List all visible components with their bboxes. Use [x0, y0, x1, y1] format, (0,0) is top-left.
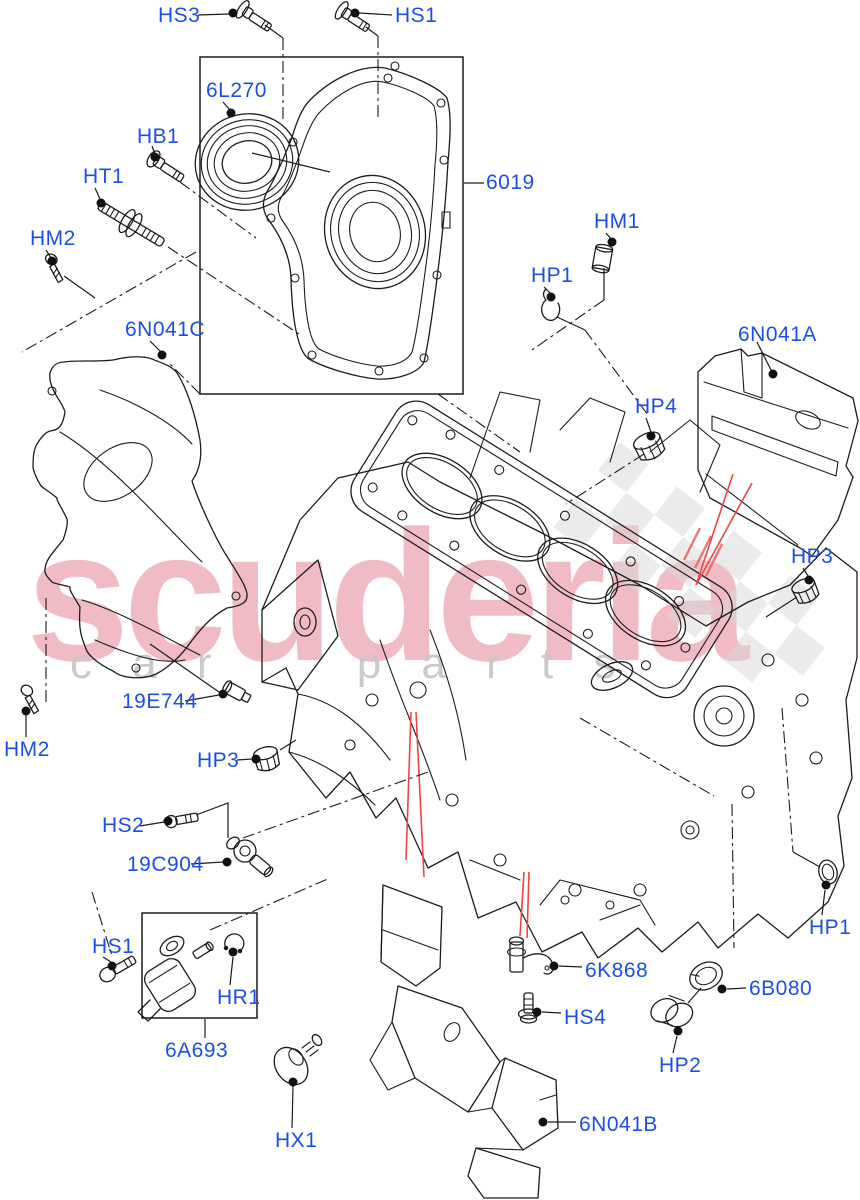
part-label-6019[interactable]: 6019: [486, 171, 535, 194]
watermark-tagline: c a r p a r t s: [70, 639, 629, 688]
timing-cover-callout-box: [199, 56, 464, 395]
part-label-6b080[interactable]: 6B080: [749, 977, 813, 1000]
part-label-hp3-left[interactable]: HP3: [197, 749, 240, 772]
part-label-6n041a[interactable]: 6N041A: [738, 323, 817, 346]
hs1-bottom-bolt: [99, 955, 137, 983]
part-label-19c904[interactable]: 19C904: [127, 853, 204, 876]
19c904-sensor: [226, 836, 274, 878]
connector-lines: [63, 24, 821, 1004]
heat-shield: [32, 356, 248, 679]
part-label-hm1[interactable]: HM1: [594, 210, 640, 233]
hb1-bolt: [146, 150, 185, 183]
vct-solenoid: [137, 935, 214, 1022]
hp4-plug: [632, 431, 666, 461]
part-label-hs4[interactable]: HS4: [564, 1006, 607, 1029]
part-label-hs1-bottom[interactable]: HS1: [92, 935, 135, 958]
checkered-flag: [553, 442, 825, 683]
hp1-top-clip: [541, 288, 561, 322]
part-label-hs3[interactable]: HS3: [158, 4, 201, 27]
part-label-ht1[interactable]: HT1: [83, 165, 125, 188]
engine-block: [261, 391, 858, 959]
hs2-screw: [164, 812, 199, 829]
part-label-hp4[interactable]: HP4: [635, 395, 678, 418]
part-label-6n041c[interactable]: 6N041C: [125, 318, 206, 341]
alignment-lines: [21, 36, 794, 957]
part-label-hp1-top[interactable]: HP1: [531, 264, 574, 287]
hm2-bottom-screw: [20, 684, 40, 715]
part-label-hs1-top[interactable]: HS1: [395, 4, 438, 27]
part-label-hx1[interactable]: HX1: [275, 1129, 318, 1152]
part-label-hp3-right[interactable]: HP3: [791, 545, 834, 568]
part-label-6n041b[interactable]: 6N041B: [579, 1113, 658, 1136]
leader-dots: [21, 8, 831, 1127]
part-label-6a693[interactable]: 6A693: [165, 1039, 229, 1062]
hr1-snap-ring: [223, 933, 245, 954]
part-label-hs2[interactable]: HS2: [102, 814, 145, 837]
6k868-oil-jet: [506, 936, 554, 975]
hx1-plug: [273, 1033, 323, 1086]
part-label-hm2-top[interactable]: HM2: [30, 227, 76, 250]
hm2-top-screw: [44, 253, 64, 284]
part-label-6k868[interactable]: 6K868: [585, 959, 649, 982]
part-label-hp2[interactable]: HP2: [659, 1054, 702, 1077]
part-label-hr1[interactable]: HR1: [217, 986, 261, 1009]
timing-cover: [262, 61, 451, 380]
hp3-right-plug: [791, 577, 820, 604]
part-label-hp1-bottom[interactable]: HP1: [809, 916, 852, 939]
hm1-dowel: [591, 243, 614, 274]
hp1-bottom-plug: [818, 859, 838, 885]
insulator-panel: [697, 348, 859, 557]
hs1-top-bolt: [334, 1, 371, 32]
hs3-bolt: [235, 0, 272, 32]
hp2-plug: [650, 994, 694, 1028]
oil-separator: [369, 884, 559, 1199]
6b080-seal: [689, 961, 723, 991]
part-label-hm2-bottom[interactable]: HM2: [4, 738, 50, 761]
part-label-6l270[interactable]: 6L270: [206, 79, 267, 102]
part-label-19e744[interactable]: 19E744: [122, 690, 198, 713]
highlight-pointers: [405, 473, 753, 939]
part-label-hb1[interactable]: HB1: [137, 125, 180, 148]
speed-stripes: [682, 527, 724, 577]
solenoid-callout-box: [141, 912, 258, 1019]
watermark: scuderia c a r p a r t s: [26, 442, 825, 700]
